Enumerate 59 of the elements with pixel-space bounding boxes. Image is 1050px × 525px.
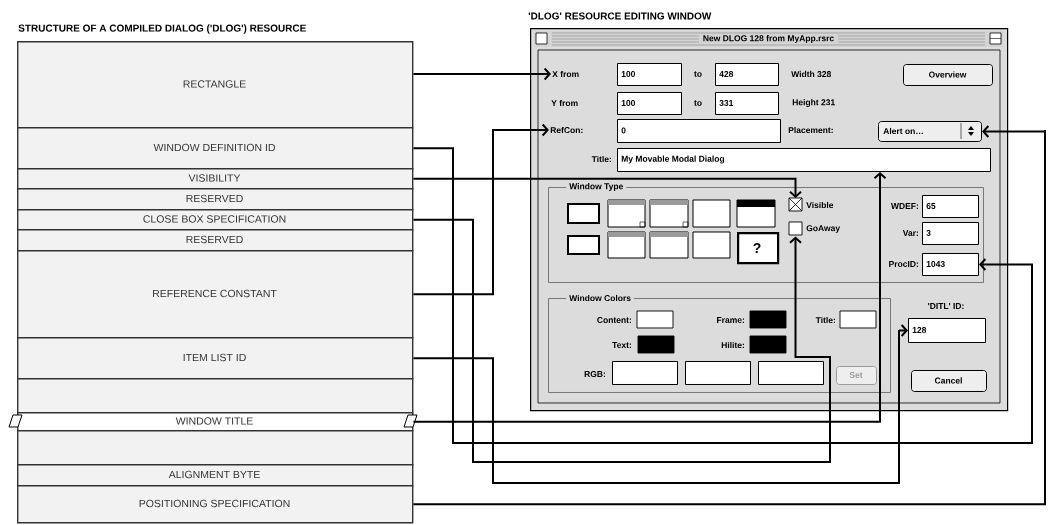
field-caption: Text: bbox=[612, 342, 631, 348]
node-label: GoAway bbox=[806, 225, 841, 233]
field-label: X from bbox=[552, 70, 579, 78]
heading: 'DLOG' RESOURCE EDITING WINDOW bbox=[528, 12, 712, 20]
connector-arrow bbox=[412, 324, 908, 484]
input-field: 331 bbox=[715, 92, 779, 115]
field-caption: Height 231 bbox=[792, 99, 835, 107]
node-label: Visible bbox=[806, 201, 834, 209]
input-field bbox=[612, 361, 678, 385]
input-field bbox=[685, 361, 751, 385]
field-caption: ProcID: bbox=[889, 261, 918, 267]
disabled-button: Set bbox=[836, 366, 877, 385]
push-button: Cancel bbox=[911, 370, 987, 392]
connector-arrow bbox=[412, 172, 887, 423]
resource-field-row bbox=[17, 430, 414, 466]
resource-field-row bbox=[17, 378, 414, 414]
field-caption: Content: bbox=[597, 317, 631, 323]
connector-arrow bbox=[412, 218, 831, 463]
resource-field-row: RESERVED bbox=[17, 229, 414, 252]
field-caption: to bbox=[694, 71, 702, 77]
input-field: 65 bbox=[922, 195, 979, 218]
resource-field-row: WINDOW TITLE bbox=[8, 412, 418, 432]
field-caption: to bbox=[694, 100, 702, 106]
input-field: My Movable Modal Dialog bbox=[617, 148, 991, 172]
connector-arrow bbox=[412, 125, 1046, 506]
checkbox: Visible bbox=[788, 197, 834, 212]
input-field: 128 bbox=[908, 318, 986, 343]
connector-arrow bbox=[412, 123, 549, 296]
popup-menu: Alert on… bbox=[878, 121, 982, 142]
input-field: 100 bbox=[617, 63, 682, 86]
input-field: 100 bbox=[617, 92, 682, 115]
push-button: Overview bbox=[903, 64, 993, 86]
resource-field-row: VISIBILITY bbox=[17, 168, 414, 190]
input-field: 0 bbox=[617, 119, 781, 143]
field-caption: Y from bbox=[551, 99, 578, 107]
resource-field-row: ITEM LIST ID bbox=[17, 337, 414, 380]
field-caption: Var: bbox=[902, 230, 918, 236]
field-caption: Hilite: bbox=[721, 341, 744, 349]
checkbox: GoAway bbox=[788, 221, 840, 236]
field-caption: Title: bbox=[815, 316, 835, 324]
connector-arrow bbox=[412, 67, 551, 81]
input-field bbox=[758, 361, 824, 385]
field-label: RefCon: bbox=[550, 126, 583, 134]
field-caption: Width 328 bbox=[791, 70, 831, 78]
resource-field-row: POSITIONING SPECIFICATION bbox=[17, 485, 414, 524]
resource-field-row: CLOSE BOX SPECIFICATION bbox=[17, 209, 414, 231]
connector-arrow bbox=[412, 147, 1033, 444]
field-caption: Title: bbox=[591, 155, 611, 163]
input-field: 3 bbox=[922, 222, 979, 245]
resource-field-row: ALIGNMENT BYTE bbox=[17, 464, 414, 487]
connector-arrow bbox=[412, 177, 802, 198]
resource-field-row: RESERVED bbox=[17, 188, 414, 211]
field-caption: 'DITL' ID: bbox=[928, 303, 964, 309]
field-caption: Placement: bbox=[788, 126, 833, 134]
field-caption: WDEF: bbox=[890, 203, 918, 209]
input-field: 428 bbox=[715, 63, 779, 86]
field-caption: Frame: bbox=[717, 317, 744, 323]
input-field: 1043 bbox=[922, 253, 979, 276]
resource-field-row: WINDOW DEFINITION ID bbox=[17, 127, 414, 170]
